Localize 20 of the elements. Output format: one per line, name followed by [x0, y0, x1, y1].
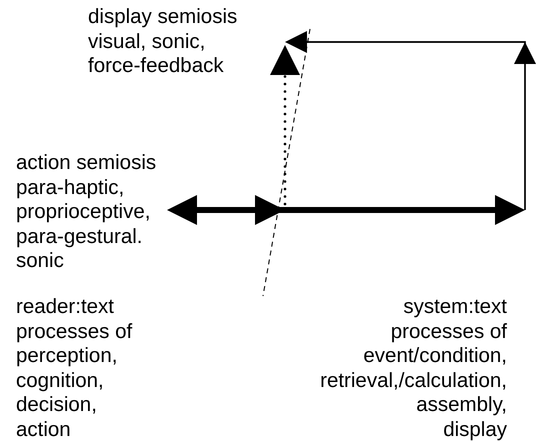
annotation-text: reader:text — [16, 295, 114, 320]
heading-text: action semiosis — [16, 151, 156, 176]
description-text: proprioceptive, — [16, 200, 150, 224]
description-text: visual, sonic, — [88, 30, 206, 54]
annotation-text: cognition, — [16, 368, 104, 393]
annotation-text: processes of — [16, 320, 132, 344]
annotation-text: decision, — [16, 393, 97, 418]
description-text: para-haptic, — [16, 176, 124, 200]
description-text: sonic — [16, 249, 64, 274]
annotation-text: processes of — [390, 320, 507, 344]
annotation-text: display — [443, 418, 507, 441]
description-text: force-feedback — [88, 54, 224, 78]
description-text: para-gestural. — [16, 224, 142, 249]
annotation-text: system:text — [403, 295, 507, 320]
annotation-text: event/condition, — [363, 344, 507, 368]
annotation-text: perception, — [16, 344, 118, 368]
heading-text: display semiosis — [88, 5, 238, 30]
annotation-text: retrieval,/calculation, — [320, 368, 507, 393]
annotation-text: assembly, — [416, 393, 507, 418]
annotation-text: action — [16, 418, 71, 441]
